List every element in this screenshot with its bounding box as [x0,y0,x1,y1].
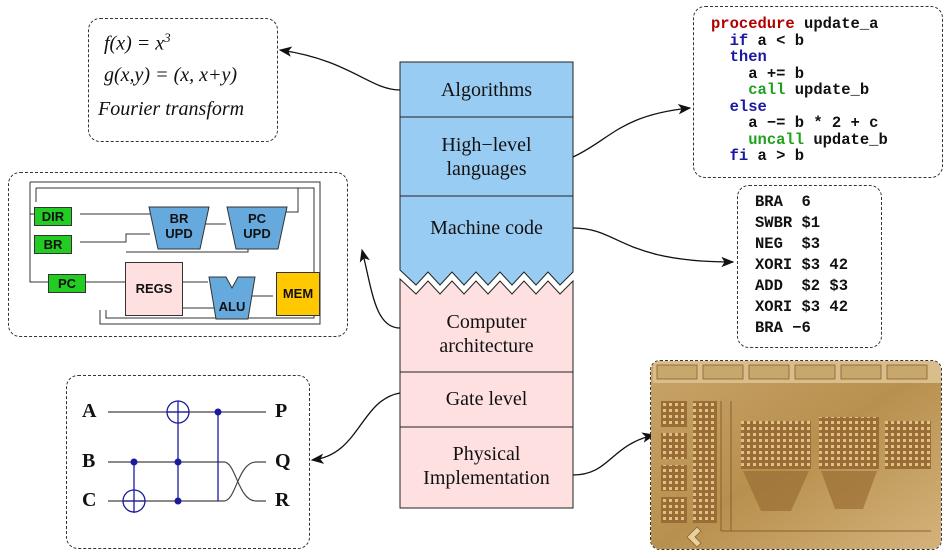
asm-line-5: ADD $2 $3 [755,277,849,295]
layer-physical-line1: Physical [452,443,521,465]
algorithm-g: g(x,y) = (x, x+y) [104,64,238,86]
high-level-code: procedure update_a if a < b then a += b … [711,16,888,165]
asm-line-1: BRA 6 [755,193,811,211]
layer-algorithms: Algorithms [440,79,533,101]
arrow-highlevel-icon [572,103,692,158]
layer-machine-code: Machine code [430,217,543,239]
pc-upd-label-2: UPD [243,226,271,241]
layer-architecture: Computer architecture [400,310,573,358]
code-line-1: update_a [794,15,879,33]
gate-output-p: P [275,400,288,422]
code-line-4: a += b [748,64,805,83]
layer-high-level-line2: languages [446,158,527,180]
br-upd-unit [148,206,210,250]
layer-physical-line2: Implementation [423,467,550,489]
architecture-box [8,172,348,337]
arrow-architecture-icon [359,248,401,329]
arrow-algorithms-icon [278,46,401,91]
mem-block: MEM [276,272,320,316]
asm-line-7: BRA −6 [755,319,811,337]
kw-procedure: procedure [711,15,795,33]
pc-register: PC [48,274,86,293]
layer-high-level-line1: High−level [441,134,532,156]
asm-line-3: NEG $3 [755,235,821,253]
gate-output-r: R [275,489,290,511]
layer-architecture-line2: architecture [439,335,534,357]
kw-fi: fi [729,147,749,165]
asm-line-2: SWBR $1 [755,214,821,232]
regs-block: REGS [125,262,183,316]
gate-input-a: A [82,400,97,422]
layer-blue-region [399,61,574,286]
kw-if: if [729,31,749,50]
asm-line-6: XORI $3 42 [755,298,849,316]
dir-register: DIR [34,207,72,226]
gate-input-c: C [82,489,97,511]
br-register: BR [34,235,72,254]
arrow-physical-icon [572,432,656,476]
kw-call: call [748,81,786,99]
algorithm-f-text: f(x) = x [104,32,165,55]
layer-architecture-line1: Computer [446,311,527,333]
gate-output-q: Q [275,450,291,472]
algorithm-f-exponent: 3 [164,30,171,45]
arrow-machinecode-icon [572,227,735,268]
kw-uncall: uncall [748,130,805,149]
layer-physical: Physical Implementation [400,442,573,490]
layer-pink-region [399,277,574,509]
alu-unit [208,276,256,320]
chip-photo-svg [651,361,941,549]
code-line-2: a < b [748,31,805,50]
arrow-gatelevel-icon [310,392,401,464]
code-line-5: update_b [785,81,870,99]
code-line-9: a > b [748,147,805,165]
kw-then: then [729,48,767,66]
algorithm-f: f(x) = x3 [104,30,171,56]
code-line-7: a −= b * 2 + c [748,114,879,132]
chip-photo-icon [650,360,942,550]
pc-upd-unit [226,206,288,250]
asm-line-4: XORI $3 42 [755,256,849,274]
layer-high-level: High−level languages [400,133,573,181]
code-line-8: update_b [804,130,888,149]
br-upd-label-1: BR [169,211,189,226]
pc-upd-label-1: PC [247,211,267,226]
br-upd-label-2: UPD [165,226,193,241]
alu-label: ALU [218,299,246,314]
kw-else: else [729,97,767,116]
gate-input-b: B [82,450,96,472]
gate-level-box [66,375,310,549]
gate-circuit-svg [108,400,266,513]
machine-code-box [737,185,882,348]
algorithm-fourier: Fourier transform [98,98,245,120]
algorithms-box [88,18,278,142]
layer-gate-level: Gate level [445,388,528,410]
high-level-code-box [693,6,943,178]
